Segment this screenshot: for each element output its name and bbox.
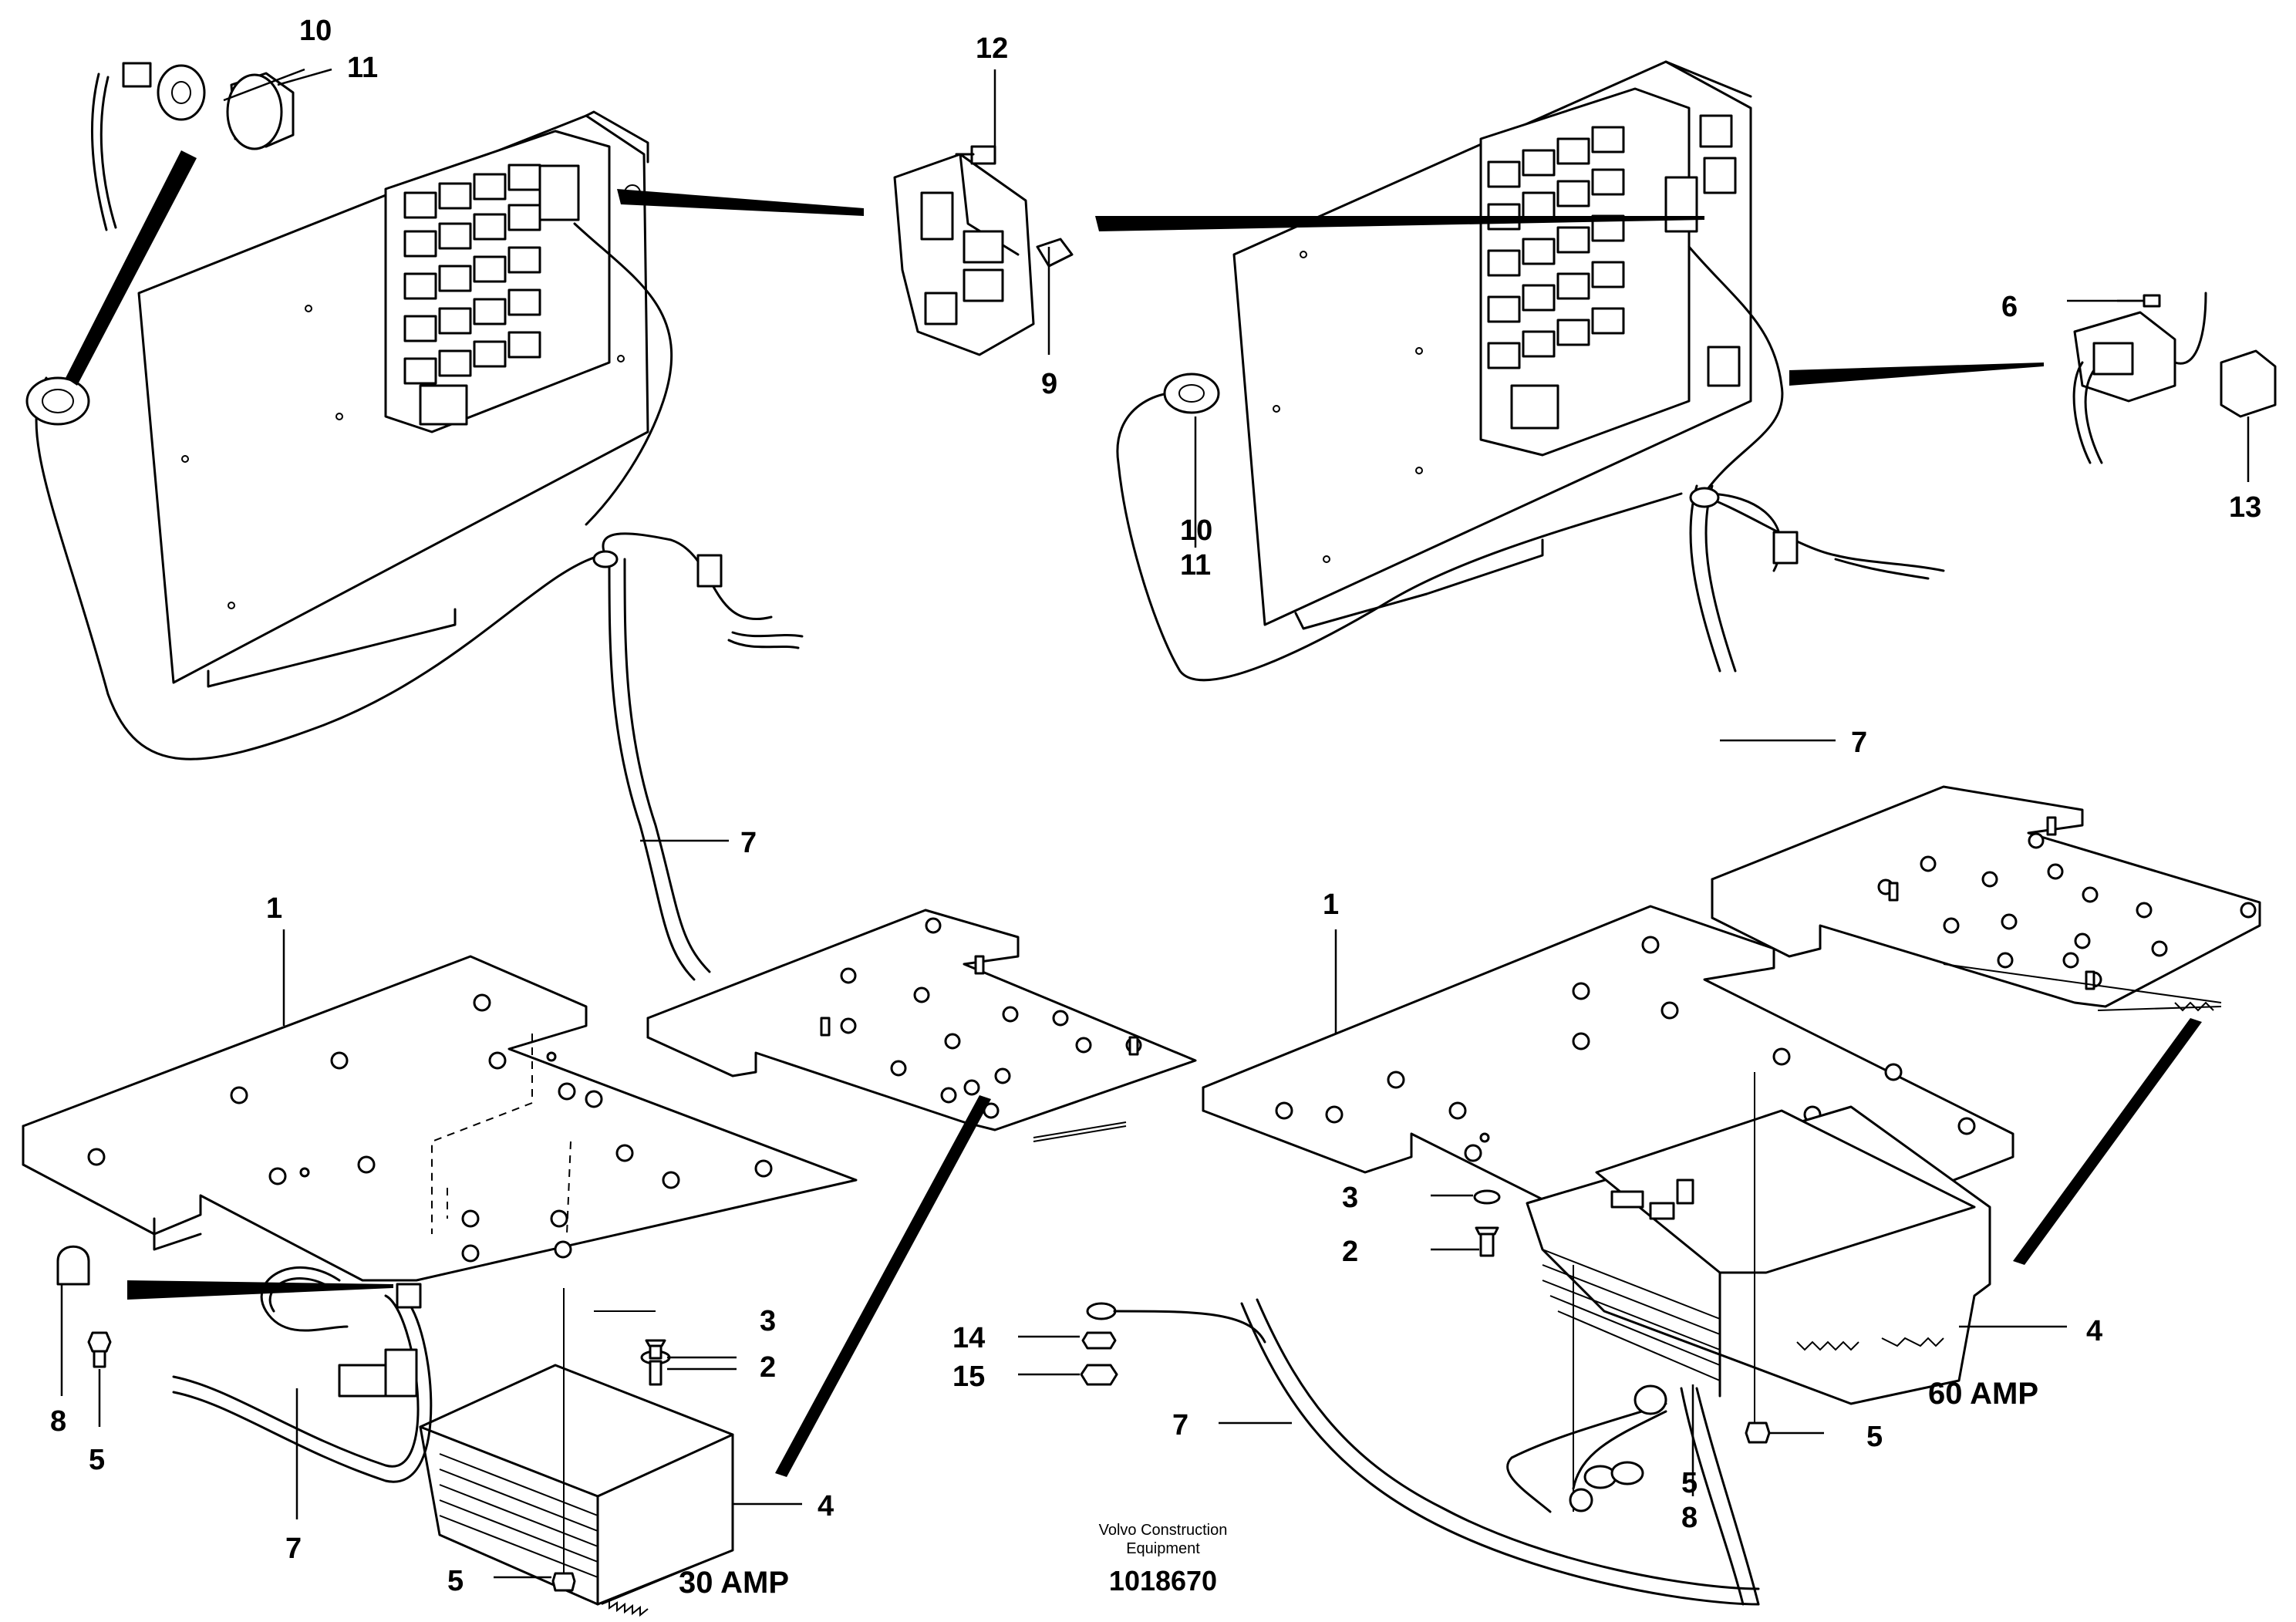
right-converter-60amp bbox=[1526, 1105, 1991, 1405]
left-converter-30amp bbox=[419, 1364, 734, 1617]
rating-60-amp: 60 AMP bbox=[1928, 1377, 2038, 1411]
bolt-item-5-bottom-left bbox=[551, 1572, 576, 1592]
connector-block-item-12 bbox=[617, 145, 1074, 356]
lock-washer-item-14 bbox=[1081, 1331, 1117, 1350]
drawing-footer: Volvo Construction Equipment 1018670 bbox=[1099, 1522, 1228, 1597]
callout-5-right: 5 bbox=[1866, 1421, 1883, 1453]
left-lighter-pointer bbox=[66, 150, 197, 386]
callout-12: 12 bbox=[976, 32, 1008, 65]
callout-2-right: 2 bbox=[1342, 1236, 1358, 1268]
callout-7-right-upper: 7 bbox=[1851, 727, 1867, 759]
left-upper-plate-nuts bbox=[820, 917, 1142, 1119]
callout-5-right-clamp: 5 bbox=[1681, 1467, 1698, 1499]
callout-1-right: 1 bbox=[1323, 889, 1339, 921]
right-lower-wiring bbox=[1080, 1298, 1760, 1606]
callout-7-left-lower: 7 bbox=[285, 1533, 302, 1565]
left-mounting-plate bbox=[22, 955, 858, 1282]
clamp-item-8-right bbox=[1633, 1384, 1667, 1415]
leader-lines bbox=[60, 68, 2250, 1579]
left-lighter-socket bbox=[25, 62, 295, 426]
left-connector-pointer bbox=[617, 189, 864, 216]
left-lower-wiring bbox=[56, 1245, 433, 1483]
callout-6: 6 bbox=[2001, 291, 2018, 323]
left-cable-plug bbox=[696, 554, 723, 588]
left-clamp-pointer bbox=[127, 1280, 393, 1300]
callout-9: 9 bbox=[1041, 368, 1057, 400]
footer-company-line-2: Equipment bbox=[1126, 1540, 1200, 1557]
washer-item-3-right bbox=[1473, 1189, 1501, 1205]
clamp-item-8 bbox=[56, 1245, 90, 1286]
callout-8-left: 8 bbox=[50, 1405, 66, 1438]
callout-4-right: 4 bbox=[2086, 1315, 2102, 1347]
callout-15: 15 bbox=[952, 1361, 985, 1393]
right-relay-grid bbox=[1487, 126, 1625, 430]
fuse-item-9 bbox=[1036, 238, 1074, 268]
callout-7-right-lower: 7 bbox=[1172, 1409, 1188, 1442]
callout-13: 13 bbox=[2229, 491, 2261, 524]
screw-item-2-right bbox=[1479, 1233, 1495, 1257]
right-upper-plate bbox=[1711, 785, 2261, 1012]
left-installed-lighter bbox=[25, 376, 90, 426]
callout-14: 14 bbox=[952, 1322, 985, 1354]
callout-2-left: 2 bbox=[760, 1351, 776, 1384]
relay-cube-item-13 bbox=[2220, 349, 2277, 418]
lighter-washer bbox=[157, 64, 206, 121]
right-upper-plate-nuts bbox=[1877, 816, 2257, 990]
right-cable-grommet bbox=[1689, 487, 1720, 508]
right-fasteners bbox=[1473, 1072, 1771, 1512]
right-connector-pointer bbox=[1095, 216, 1704, 231]
left-inline-connector bbox=[338, 1364, 387, 1398]
right-plate-pointer bbox=[2013, 1018, 2202, 1265]
callout-7-left-upper: 7 bbox=[740, 827, 757, 859]
callout-3-right: 3 bbox=[1342, 1182, 1358, 1214]
callout-1-left: 1 bbox=[266, 892, 282, 925]
left-cabinet-wiring bbox=[35, 222, 804, 981]
left-plate-pointer bbox=[775, 1095, 991, 1477]
left-fasteners bbox=[551, 1288, 671, 1592]
right-cable-plug bbox=[1772, 531, 1799, 565]
right-electrical-cabinet bbox=[1232, 60, 1752, 630]
callout-11-left: 11 bbox=[347, 52, 378, 84]
callout-5-left-clamp: 5 bbox=[89, 1444, 105, 1476]
left-electrical-cabinet bbox=[137, 110, 649, 688]
callout-5-left-bottom: 5 bbox=[447, 1565, 464, 1597]
left-cable-grommet bbox=[592, 550, 619, 568]
nut-item-15 bbox=[1080, 1364, 1118, 1386]
left-upper-plate bbox=[646, 909, 1197, 1142]
bolt-item-5-right bbox=[1745, 1421, 1771, 1444]
callout-10-left: 10 bbox=[299, 15, 332, 47]
right-cabinet-wiring bbox=[1095, 216, 1945, 682]
callout-10-right: 10 bbox=[1180, 514, 1212, 547]
right-relay-pointer bbox=[1789, 363, 2044, 386]
callout-4-left: 4 bbox=[818, 1490, 834, 1523]
ring-terminal bbox=[1086, 1302, 1117, 1320]
rating-30-amp: 30 AMP bbox=[679, 1566, 789, 1600]
drawing-number: 1018670 bbox=[1109, 1565, 1217, 1597]
left-plate-nuts bbox=[87, 993, 773, 1263]
callout-8-right: 8 bbox=[1681, 1502, 1698, 1534]
footer-company-line-1: Volvo Construction bbox=[1099, 1522, 1228, 1539]
screw-item-12 bbox=[970, 145, 996, 165]
callout-3-left: 3 bbox=[760, 1305, 776, 1337]
bolt-item-5-left bbox=[87, 1331, 112, 1353]
screw-item-2-left bbox=[649, 1360, 663, 1386]
right-installed-lighter bbox=[1163, 373, 1220, 414]
callout-11-right: 11 bbox=[1180, 549, 1211, 582]
screw-item-6 bbox=[2143, 294, 2161, 308]
relay-item-13-group bbox=[1789, 292, 2277, 464]
callout-labels: 10 11 12 9 6 13 10 11 7 7 1 1 3 2 4 8 5 … bbox=[50, 15, 2261, 1597]
